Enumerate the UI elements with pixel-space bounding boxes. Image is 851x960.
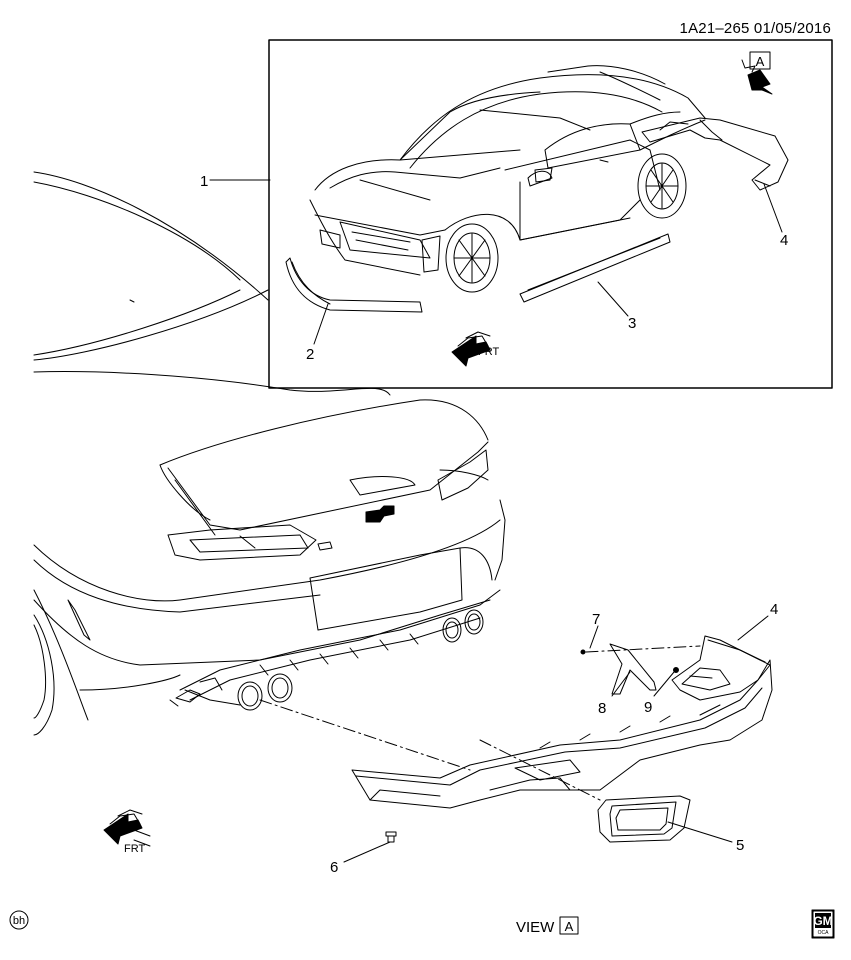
leader-3 <box>597 281 629 317</box>
leader-4-inset <box>763 183 783 233</box>
part-7-clip <box>580 649 586 655</box>
callout-4-inset: 4 <box>780 232 788 249</box>
leader-6 <box>343 841 391 863</box>
gm-logo-sub: OCA <box>818 930 830 936</box>
part-9-nut <box>673 667 679 673</box>
callout-3: 3 <box>628 315 636 332</box>
callout-5: 5 <box>736 837 744 854</box>
bh-mark: bh <box>9 910 29 930</box>
inset-front-arrow-icon: FRT <box>451 331 499 367</box>
inset-car-illustration <box>309 65 706 293</box>
leader-5 <box>667 821 733 843</box>
alignment-lines <box>259 645 701 801</box>
main-car-rear-illustration <box>33 171 506 736</box>
part-4-rear-diffuser <box>351 635 773 809</box>
inset-view-label: A <box>756 54 765 69</box>
part-2-front-splitter <box>285 257 423 313</box>
callout-2: 2 <box>306 346 314 363</box>
view-a-caption: VIEW A <box>516 916 579 936</box>
gm-logo-text: GM <box>813 914 832 928</box>
view-a-arrow: A <box>741 51 773 95</box>
main-front-arrow-icon: FRT <box>103 809 151 855</box>
gm-logo: GM OCA <box>811 909 835 939</box>
part-3-rocker-molding <box>519 233 671 303</box>
callout-7: 7 <box>592 611 600 628</box>
part-5-exhaust-trim <box>597 795 691 843</box>
part-4-rear-fascia-inset <box>641 117 789 191</box>
leader-7 <box>589 625 599 649</box>
document-id: 1A21–265 01/05/2016 <box>679 20 831 37</box>
leader-4-main <box>737 615 769 641</box>
inset-frt-label: FRT <box>478 346 499 358</box>
view-caption-box-label: A <box>565 919 574 934</box>
part-8-bracket <box>609 643 657 695</box>
inset-panel: A FRT <box>209 39 833 389</box>
callout-8: 8 <box>598 700 606 717</box>
leader-2 <box>313 303 329 345</box>
leader-9 <box>653 671 675 697</box>
callout-4-main: 4 <box>770 601 778 618</box>
bh-mark-label: bh <box>13 915 25 927</box>
leader-8 <box>611 671 631 697</box>
view-caption-text: VIEW <box>516 919 555 936</box>
callout-9: 9 <box>644 699 652 716</box>
inset-frame <box>268 39 833 389</box>
main-frt-label: FRT <box>124 843 145 855</box>
callout-1: 1 <box>200 173 208 190</box>
part-6-fastener <box>385 831 397 843</box>
callout-6: 6 <box>330 859 338 876</box>
